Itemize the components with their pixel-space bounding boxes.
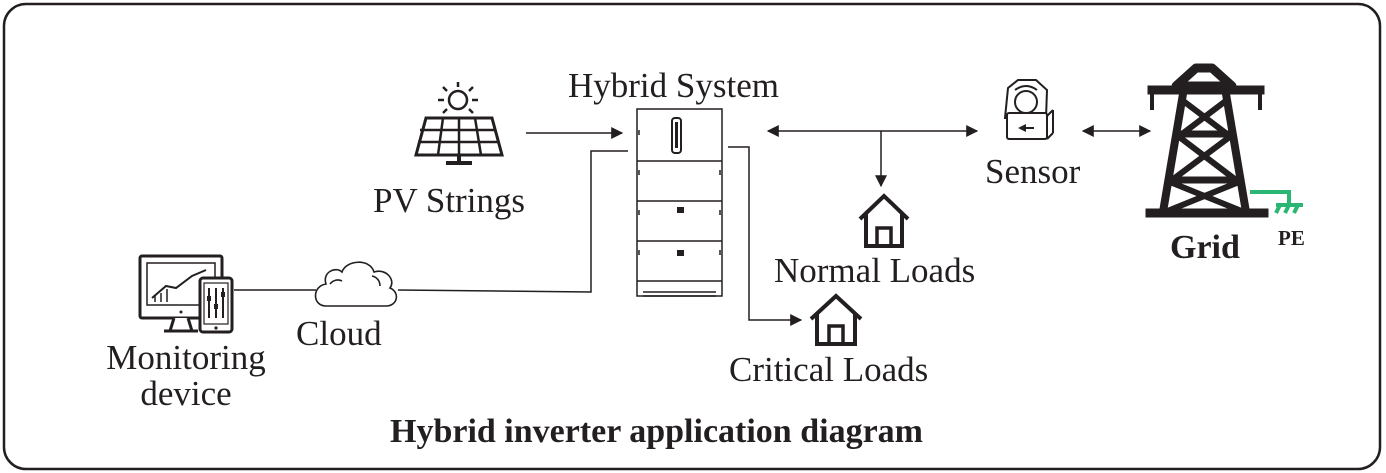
monitor-tablet-icon <box>138 254 234 334</box>
transmission-tower-icon <box>1145 63 1269 218</box>
cloud-icon <box>314 261 398 307</box>
house-icon <box>858 193 910 248</box>
monitoring-device-label: Monitoring device <box>86 340 286 411</box>
ground-symbol-icon <box>1250 190 1303 214</box>
cloud-label: Cloud <box>296 314 382 353</box>
hybrid-to-critical-loads-arrow <box>728 146 803 326</box>
sensor-label: Sensor <box>985 152 1081 191</box>
battery-inverter-stack-icon <box>636 108 723 297</box>
monitoring-label-line2: device <box>140 374 232 413</box>
cloud-to-hybrid-line <box>397 150 628 293</box>
house-icon <box>809 293 863 346</box>
hybrid-system-label: Hybrid System <box>568 66 779 105</box>
grid-label: Grid <box>1170 229 1240 266</box>
current-clamp-icon <box>1003 79 1054 140</box>
pe-label: PE <box>1278 226 1305 250</box>
normal-loads-label: Normal Loads <box>774 251 976 290</box>
monitoring-label-line1: Monitoring <box>106 338 266 377</box>
pv-strings-label: PV Strings <box>373 181 526 220</box>
critical-loads-label: Critical Loads <box>729 350 929 389</box>
solar-panel-icon <box>414 82 504 165</box>
diagram-title: Hybrid inverter application diagram <box>390 413 923 450</box>
